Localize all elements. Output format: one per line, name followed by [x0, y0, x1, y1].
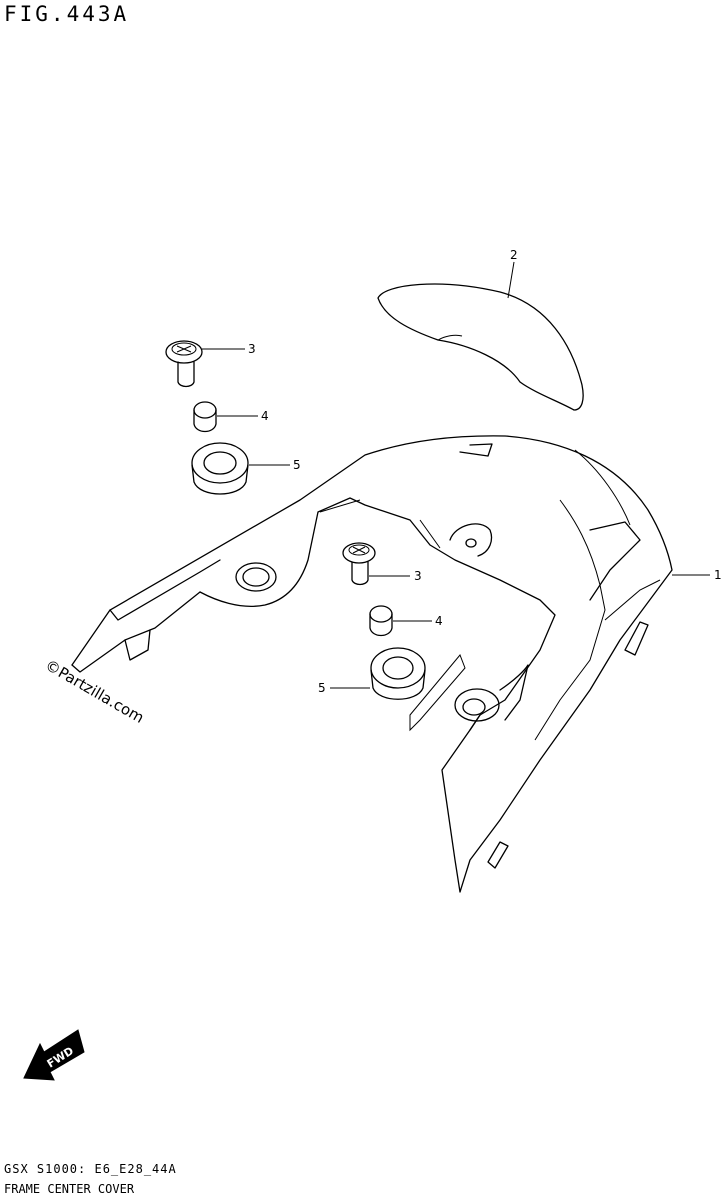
- part-4-collar-lower: [369, 605, 393, 637]
- part-1-frame-cover: [71, 435, 673, 893]
- callout-part-4-lower: 4: [435, 614, 443, 628]
- part-3-screw-lower: [342, 542, 376, 586]
- footer-code: GSX S1000: E6_E28_44A: [4, 1162, 177, 1176]
- callout-part-3-lower: 3: [414, 569, 422, 583]
- footer-name: FRAME CENTER COVER: [4, 1182, 135, 1196]
- part-2-pad: [377, 283, 584, 411]
- callout-part-1: 1: [714, 568, 722, 582]
- callout-part-5-lower: 5: [318, 681, 326, 695]
- watermark: ©Partzilla.com: [42, 656, 147, 727]
- callout-part-3-upper: 3: [248, 342, 256, 356]
- callout-part-4-upper: 4: [261, 409, 269, 423]
- figure-title: FIG.443A: [4, 2, 130, 26]
- callout-part-5-upper: 5: [293, 458, 301, 472]
- part-3-screw-upper: [165, 340, 203, 388]
- fwd-arrow-icon: FWD: [23, 1029, 85, 1081]
- part-5-grommet-upper: [191, 442, 249, 495]
- callout-part-2: 2: [510, 248, 518, 262]
- part-4-collar-upper: [193, 401, 217, 433]
- part-5-grommet-lower: [370, 647, 426, 700]
- leader-lines: [202, 261, 710, 689]
